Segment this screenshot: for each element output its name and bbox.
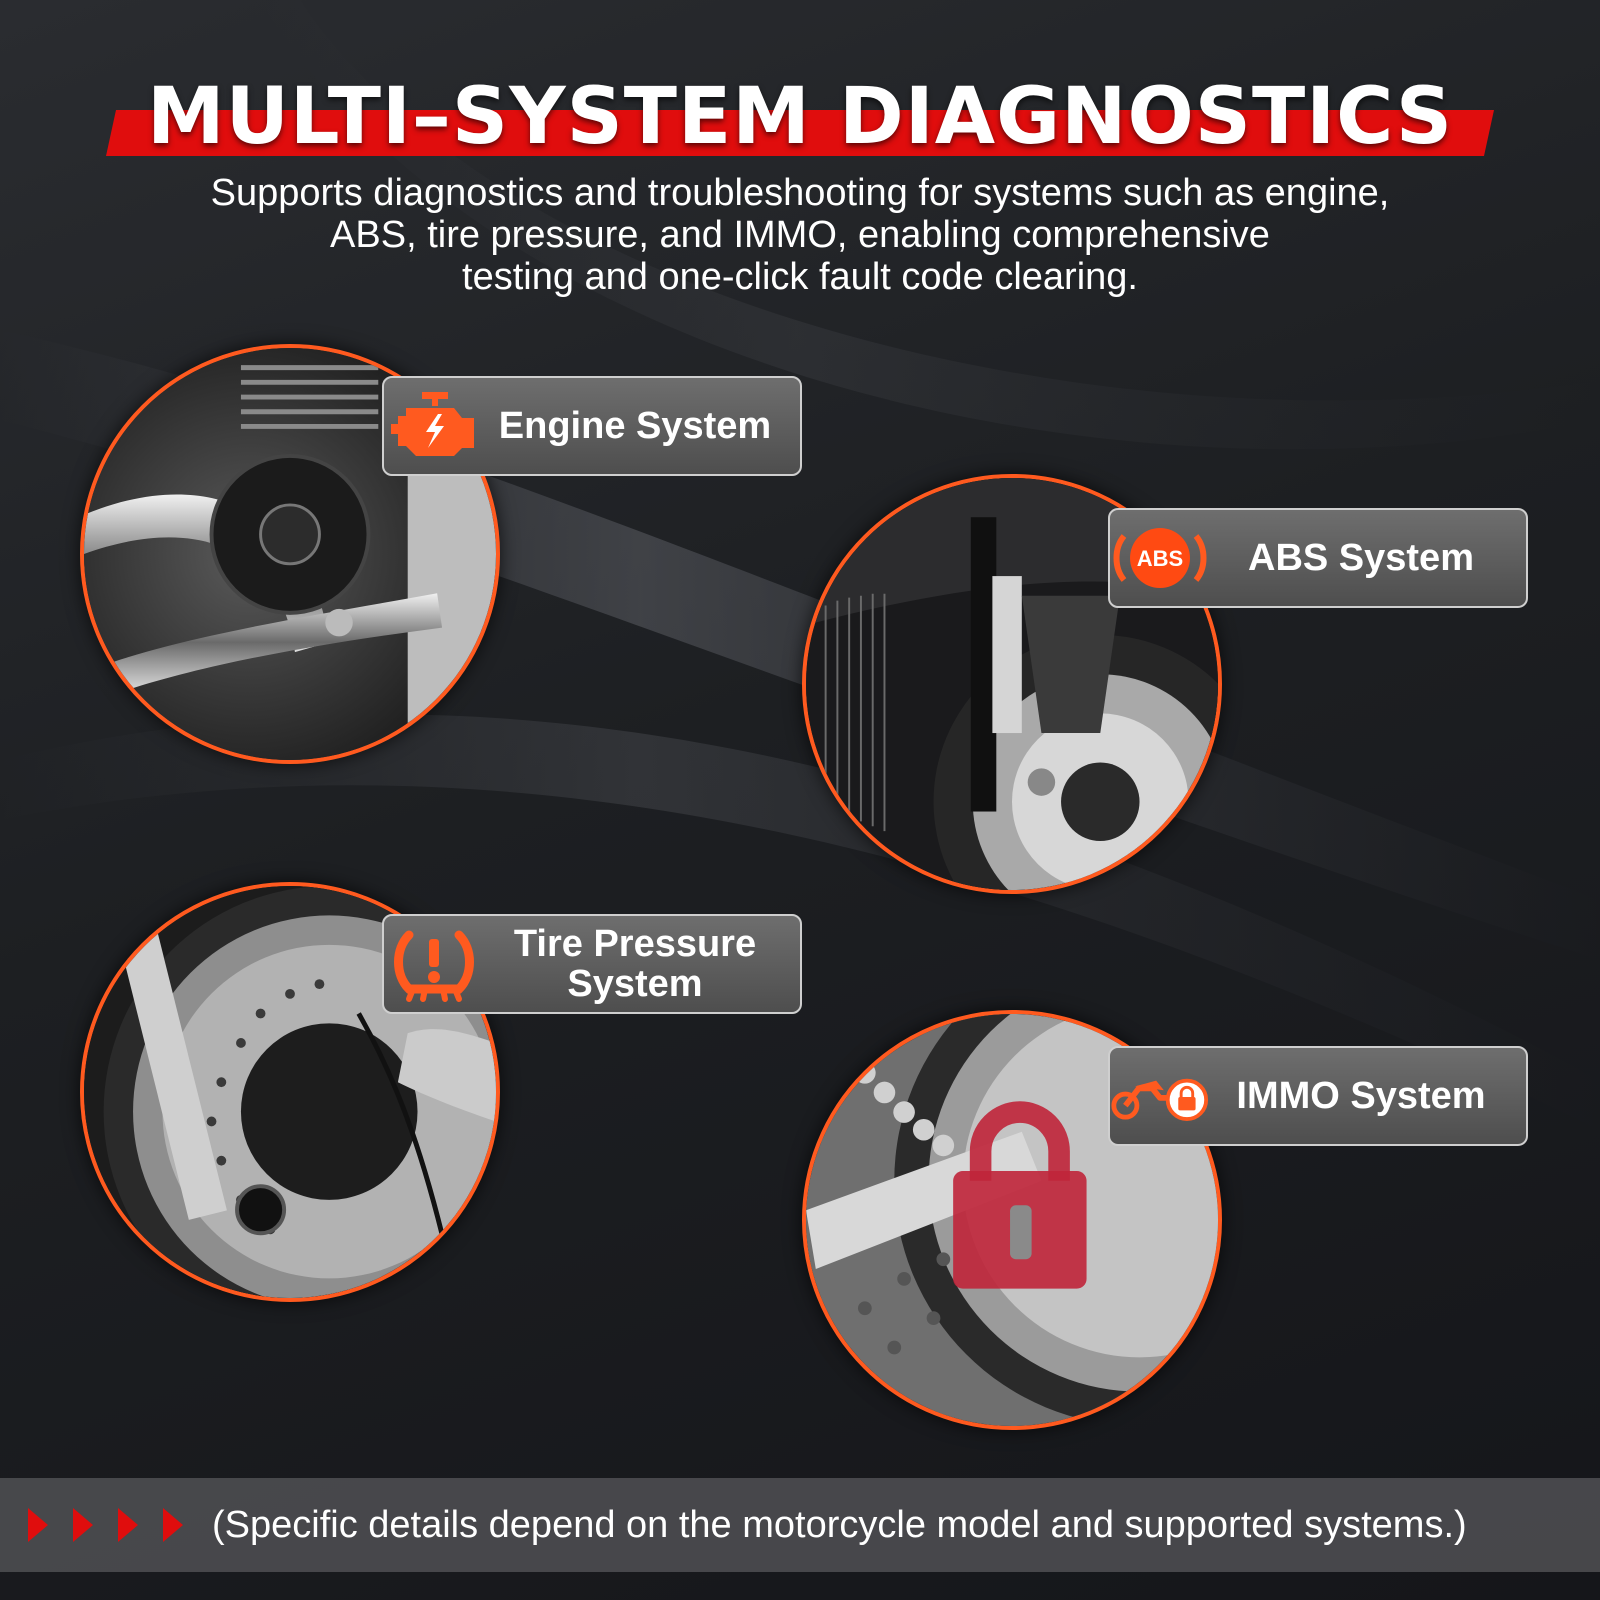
subtitle: Supports diagnostics and troubleshooting… — [100, 172, 1500, 298]
footer-bar: (Specific details depend on the motorcyc… — [0, 1478, 1600, 1572]
subtitle-line: ABS, tire pressure, and IMMO, enabling c… — [330, 214, 1270, 256]
arrow-right-icon — [73, 1508, 93, 1542]
subtitle-line: Supports diagnostics and troubleshooting… — [210, 172, 1390, 214]
arrow-right-icon — [28, 1508, 48, 1542]
subtitle-line: testing and one-click fault code clearin… — [462, 256, 1138, 298]
footer-arrows — [28, 1508, 208, 1542]
footer-note: (Specific details depend on the motorcyc… — [212, 1503, 1467, 1546]
tire-pressure-system-text: Tire Pressure System — [484, 924, 800, 1004]
tire-pressure-icon — [384, 924, 484, 1004]
title-red-bar — [106, 110, 1494, 156]
title-block: MULTI–SYSTEM DIAGNOSTICS — [0, 72, 1600, 162]
abs-icon-text: ABS — [1137, 546, 1183, 571]
tire-pressure-system-label: Tire Pressure System — [382, 914, 802, 1014]
engine-icon — [384, 386, 484, 466]
abs-system-text: ABS System — [1248, 537, 1474, 579]
arrow-right-icon — [118, 1508, 138, 1542]
engine-system-label: Engine System — [382, 376, 802, 476]
immo-system-label: IMMO System — [1108, 1046, 1528, 1146]
immo-photo — [802, 1010, 1222, 1430]
arrow-right-icon — [163, 1508, 183, 1542]
page-title: MULTI–SYSTEM DIAGNOSTICS — [146, 72, 1454, 162]
engine-system-text: Engine System — [498, 405, 772, 447]
immo-icon — [1110, 1056, 1210, 1136]
abs-icon: ABS — [1110, 518, 1210, 598]
tire-pressure-label-line: Tire Pressure — [513, 923, 757, 965]
immo-system-text: IMMO System — [1236, 1075, 1486, 1117]
tire-pressure-label-line: System — [567, 963, 703, 1005]
abs-system-label: ABS ABS System — [1108, 508, 1528, 608]
